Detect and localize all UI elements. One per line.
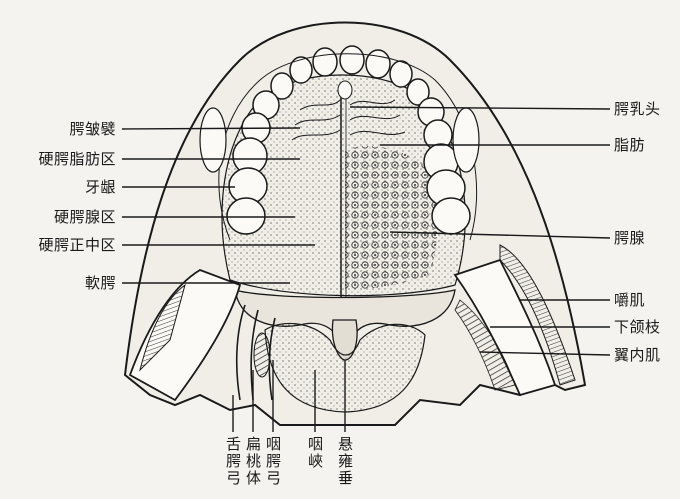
label-palatine-glands: 腭腺	[614, 230, 645, 246]
incisive-papilla	[338, 81, 352, 99]
label-palatine-rugae: 腭皱襞	[69, 121, 116, 137]
tonsil	[254, 333, 270, 377]
label-fauces: 咽峽	[307, 436, 324, 470]
label-tonsil: 扁桃体	[245, 436, 262, 487]
label-gingiva: 牙龈	[85, 179, 116, 195]
label-soft-palate: 軟腭	[85, 275, 116, 291]
right-buccal-region	[453, 108, 479, 172]
label-palatoglossal-arch: 舌腭弓	[225, 436, 242, 487]
label-fat: 脂肪	[614, 137, 645, 153]
label-medial-pterygoid: 翼内肌	[614, 347, 661, 363]
label-hard-palate-fat-zone: 硬腭脂肪区	[38, 151, 116, 167]
label-incisive-papilla: 腭乳头	[614, 101, 661, 117]
label-palatopharyngeal-arch: 咽腭弓	[265, 436, 282, 487]
label-mandibular-ramus: 下颌枝	[614, 319, 661, 335]
label-uvula: 悬雍垂	[337, 436, 354, 487]
left-buccal-region	[200, 108, 226, 172]
label-hard-palate-median-zone: 硬腭正中区	[38, 237, 116, 253]
label-masseter: 嚼肌	[614, 292, 645, 308]
label-hard-palate-gland-zone: 硬腭腺区	[54, 209, 116, 225]
